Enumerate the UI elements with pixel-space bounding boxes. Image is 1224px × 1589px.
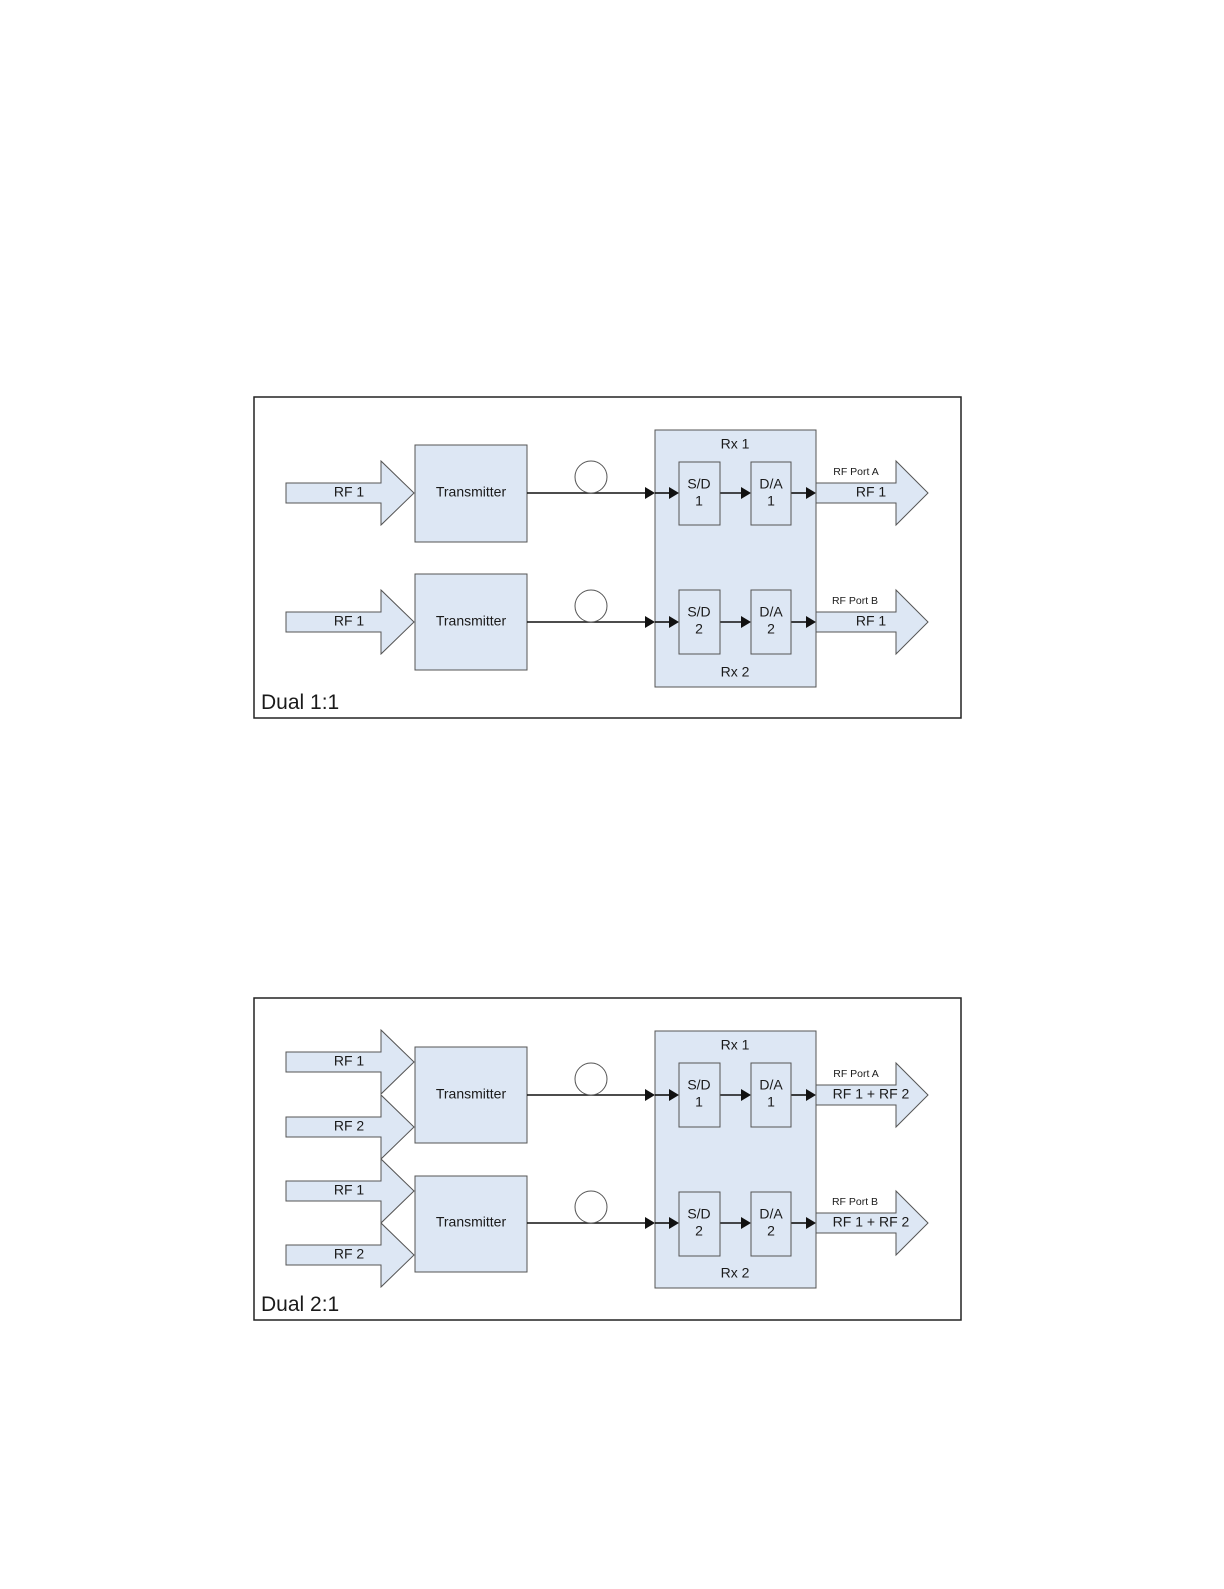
output-label: RF 1 [856,484,887,500]
transmitter-label: Transmitter [436,1086,507,1102]
transmitter-label: Transmitter [436,1214,507,1230]
receiver-bottom-label: Rx 2 [721,664,750,680]
port-label: RF Port A [833,1068,879,1080]
sd-number: 2 [695,621,703,637]
da-label: D/A [759,604,783,620]
port-label: RF Port B [832,1196,878,1208]
sd-number: 1 [695,493,703,509]
sd-label: S/D [687,1206,710,1222]
sd-label: S/D [687,1077,710,1093]
da-number: 1 [767,1094,775,1110]
input-label: RF 2 [334,1118,365,1134]
input-label: RF 1 [334,1182,365,1198]
fiber-coil-icon [575,461,607,493]
fiber-coil-icon [575,1191,607,1223]
arrowhead [645,1089,655,1101]
fiber-coil-icon [575,590,607,622]
receiver-top-label: Rx 1 [721,1037,750,1053]
diagram-caption: Dual 1:1 [261,691,339,714]
da-label: D/A [759,476,783,492]
input-label: RF 1 [334,613,365,629]
da-label: D/A [759,1206,783,1222]
port-label: RF Port A [833,466,879,478]
receiver-top-label: Rx 1 [721,436,750,452]
input-label: RF 1 [334,1053,365,1069]
da-label: D/A [759,1077,783,1093]
output-label: RF 1 + RF 2 [833,1086,910,1102]
arrowhead [645,1217,655,1229]
input-label: RF 2 [334,1246,365,1262]
diagram-dual-2-1: RF 1 RF 2 RF 1 RF 2 Transmitter Transmit… [254,998,961,1320]
output-label: RF 1 [856,613,887,629]
transmitter-label: Transmitter [436,613,507,629]
da-number: 1 [767,493,775,509]
arrowhead [645,487,655,499]
diagram-frame [254,998,961,1320]
diagram-dual-1-1: RF 1 RF 1 Transmitter Transmitter Rx 1 R… [254,397,961,718]
transmitter-label: Transmitter [436,484,507,500]
sd-number: 1 [695,1094,703,1110]
arrowhead [645,616,655,628]
da-number: 2 [767,621,775,637]
sd-label: S/D [687,476,710,492]
diagram-frame [254,397,961,718]
input-label: RF 1 [334,484,365,500]
da-number: 2 [767,1223,775,1239]
diagram-caption: Dual 2:1 [261,1293,339,1316]
fiber-coil-icon [575,1063,607,1095]
receiver-bottom-label: Rx 2 [721,1265,750,1281]
output-label: RF 1 + RF 2 [833,1214,910,1230]
sd-number: 2 [695,1223,703,1239]
port-label: RF Port B [832,595,878,607]
sd-label: S/D [687,604,710,620]
